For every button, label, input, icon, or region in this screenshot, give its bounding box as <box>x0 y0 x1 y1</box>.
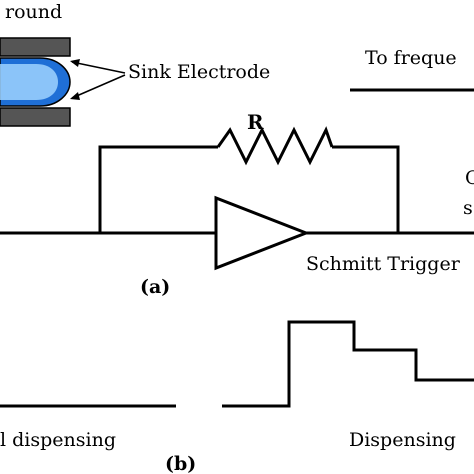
sink-arrow-lower <box>71 74 126 99</box>
panel-b-label: (b) <box>165 453 196 474</box>
bottom-electrode-plate <box>0 107 71 127</box>
sink-arrow-upper-head <box>70 59 80 67</box>
resistor-label: R <box>247 110 264 134</box>
sink-electrode-label: Sink Electrode <box>128 61 270 83</box>
feedback-wire-right <box>332 145 400 233</box>
sink-arrow-lower-head <box>70 92 80 100</box>
output-label-line2: s <box>463 197 473 219</box>
output-label-line1: O <box>465 167 474 189</box>
to-frequency-label: To freque <box>365 47 457 69</box>
resistor-symbol <box>216 126 334 166</box>
schmitt-trigger-label: Schmitt Trigger <box>306 253 461 275</box>
ground-label: round <box>5 1 62 23</box>
panel-a-label: (a) <box>140 276 170 298</box>
droplet-highlight <box>0 64 58 100</box>
schmitt-trigger-symbol <box>214 195 311 271</box>
dispensing-waveform <box>222 320 474 408</box>
top-electrode-plate <box>0 37 71 57</box>
feedback-wire-left <box>98 145 218 233</box>
sink-arrow-upper <box>71 61 126 74</box>
dispensing-label: Dispensing <box>349 429 456 451</box>
no-dispensing-label: l dispensing <box>0 429 116 451</box>
